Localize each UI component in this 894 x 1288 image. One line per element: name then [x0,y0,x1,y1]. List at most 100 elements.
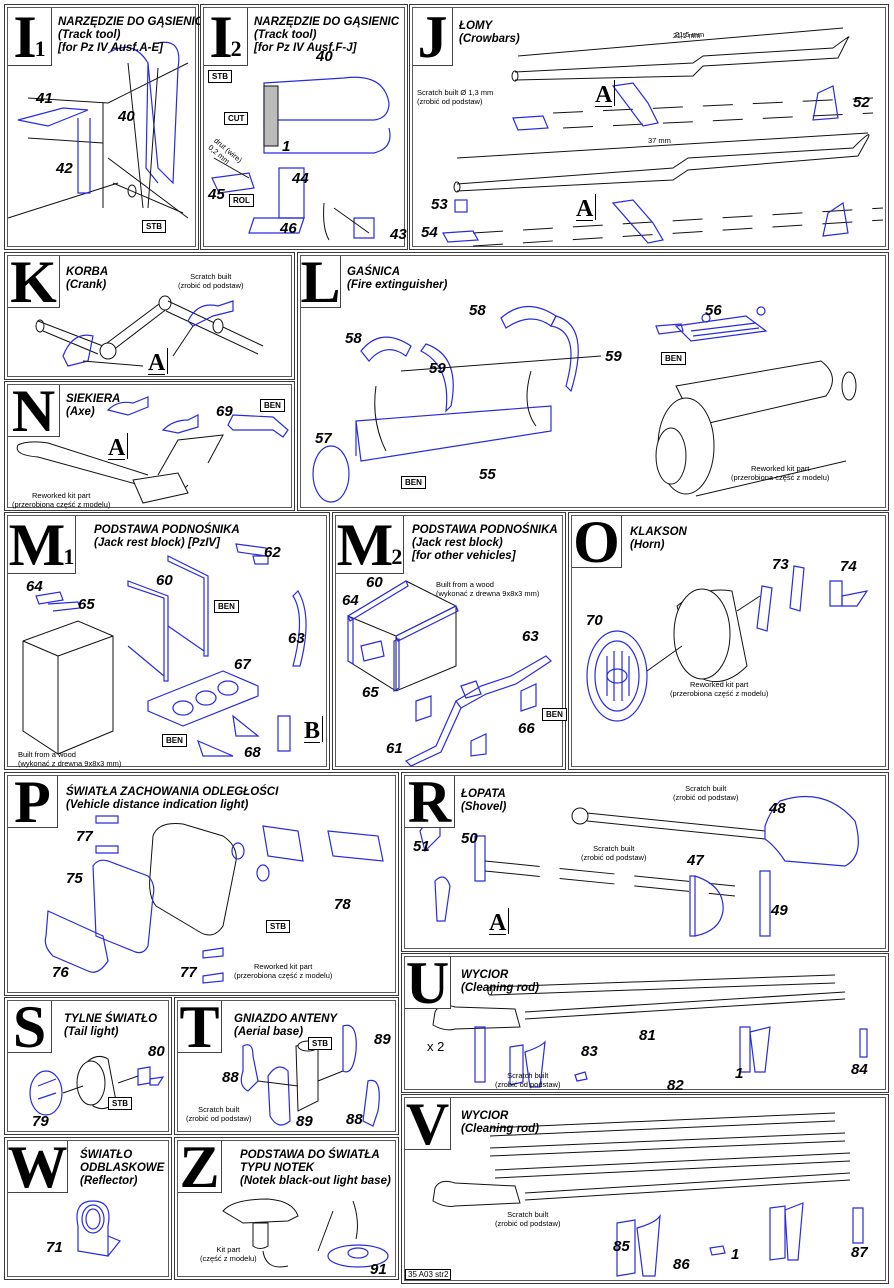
part-number: 71 [46,1239,63,1256]
reference-mark-b: B [304,716,324,744]
w-reflector-drawing [76,1200,121,1257]
ben-tag: BEN [401,476,426,489]
part-number: 77 [180,964,197,981]
part-number: 78 [334,896,351,913]
part-number: 61 [386,740,403,757]
scratch-built-note: Scratch built(zrobić od podstaw) [673,784,739,802]
part-number: 40 [118,108,135,125]
ben-tag: BEN [214,600,239,613]
part-number: 53 [431,196,448,213]
ben-tag: BEN [542,708,567,721]
part-number: 59 [605,348,622,365]
i1-track-tool-drawing [7,41,189,219]
s-tail-light-drawing [29,1055,165,1116]
part-number: 79 [32,1113,49,1130]
stb-tag: STB [208,70,232,83]
panel-title: NARZĘDZIE DO GĄSIENIC(Track tool)[for Pz… [254,16,400,54]
part-number: 77 [76,828,93,845]
r-shovel-drawing [419,795,859,937]
part-number: 68 [244,744,261,761]
panel-title: GNIAZDO ANTENY(Aerial base) [234,1013,338,1038]
part-number: 57 [315,430,332,447]
panel-letter: R [405,772,455,832]
part-number: 56 [705,302,722,319]
part-number: 75 [66,870,83,887]
panel-title: KLAKSON(Horn) [630,526,687,551]
part-number: 65 [362,684,379,701]
part-number: 44 [292,170,309,187]
part-number: 60 [156,572,173,589]
part-number: 48 [769,800,786,817]
part-number: 55 [479,466,496,483]
scratch-built-note: Scratch built(zrobić od podstaw) [186,1105,252,1123]
ben-tag: BEN [162,734,187,747]
panel-letter: Z [178,1137,222,1197]
part-number: 46 [280,220,297,237]
panel-o: O KLAKSON(Horn) 73 74 70 Reworked kit pa… [568,512,889,770]
reference-mark-a: A [108,433,129,461]
j-crowbars-drawing: 21,5 mm [442,27,884,247]
panel-title: WYCIOR(Cleaning rod) [461,1110,539,1135]
i2-track-tool-drawing [211,76,391,241]
part-number: 62 [264,544,281,561]
reworked-kit-part-note: Reworked kit part(przerobiona część z mo… [234,962,333,980]
panel-s: S TYLNE ŚWIATŁO(Tail light) 80 79 STB [4,997,172,1135]
panel-letter: P [8,772,58,832]
panel-title: TYLNE ŚWIATŁO(Tail light) [64,1013,158,1038]
part-number: 60 [366,574,383,591]
part-number: 84 [851,1061,868,1078]
panel-letter: T [178,997,222,1057]
part-number: 54 [421,224,438,241]
part-number: 40 [316,48,333,65]
reference-mark-a: A [148,348,169,376]
panel-j: 21,5 mm J ŁOMY(Crowbars) 21,5 mm 37 mm S… [409,4,889,250]
stb-tag: STB [108,1097,132,1110]
part-number: 81 [639,1027,656,1044]
m1-jack-rest-block-drawing [22,543,307,757]
panel-letter: K [8,252,60,312]
part-number: 1 [282,138,291,155]
panel-r: R ŁOPATA(Shovel) Scratch built(zrobić od… [401,772,889,952]
p-distance-light-drawing [44,815,384,984]
part-number: 50 [461,830,478,847]
scratch-built-note: Scratch built(zrobić od podstaw) [495,1210,561,1228]
part-number: 86 [673,1256,690,1273]
part-number: 76 [52,964,69,981]
part-number: 91 [370,1261,387,1278]
m2-jack-rest-block-drawing [347,580,552,767]
panel-title: GAŚNICA(Fire extinguisher) [347,266,448,291]
panel-u: U WYCIOR(Cleaning rod) x 2 Scratch built… [401,953,889,1094]
part-number: 88 [222,1069,239,1086]
panel-letter: L [300,248,341,315]
svg-text:21,5 mm: 21,5 mm [673,33,700,40]
part-number: 67 [234,656,251,673]
scratch-built-note: Scratch built(zrobić od podstaw) [581,844,647,862]
part-number: 58 [469,302,486,319]
panel-letter: J [413,7,453,67]
part-number: 66 [518,720,535,737]
k-crank-drawing [35,295,264,367]
part-number: 82 [667,1077,684,1094]
part-number: 88 [346,1111,363,1128]
part-number: 89 [374,1031,391,1048]
reference-mark-a: A [595,80,616,108]
stb-tag: STB [266,920,290,933]
stb-tag: STB [308,1037,332,1050]
part-number: 51 [413,838,430,855]
panel-title: KORBA(Crank) [66,266,109,291]
part-number: 69 [216,403,233,420]
panel-title: SIEKIERA(Axe) [66,393,121,418]
part-number: 52 [853,94,870,111]
z-notek-base-drawing [222,1198,389,1268]
panel-title: PODSTAWA PODNOŚNIKA(Jack rest block)[for… [412,524,558,562]
part-number: 70 [586,612,603,629]
